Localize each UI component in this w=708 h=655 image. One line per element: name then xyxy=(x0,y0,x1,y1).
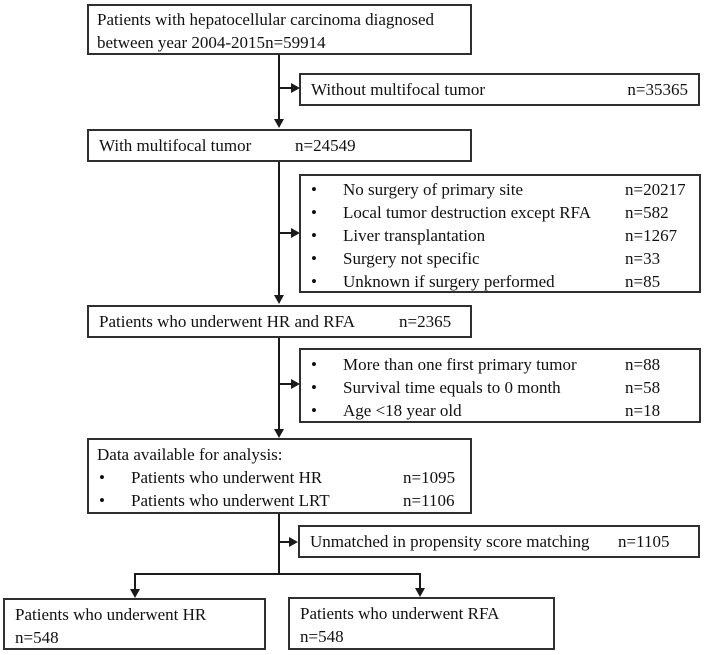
exclusion-n: n=33 xyxy=(625,249,661,268)
bullet-icon: • xyxy=(311,249,317,268)
box-with-multifocal: With multifocal tumor n=24549 xyxy=(87,129,472,162)
diagnosed-line1: Patients with hepatocellular carcinoma d… xyxy=(97,10,435,29)
final-rfa-n: n=548 xyxy=(300,627,344,646)
exclusion-n: n=85 xyxy=(625,272,661,291)
connector-branch-1 xyxy=(279,87,292,89)
exclusion-label: No surgery of primary site xyxy=(343,180,524,199)
data-available-title: Data available for analysis: xyxy=(97,445,283,464)
exclusion-item: • Surgery not specific n=33 xyxy=(301,247,699,270)
bullet-icon: • xyxy=(99,468,105,487)
arrow-right-2 xyxy=(291,228,300,238)
box-final-rfa: Patients who underwent RFA n=548 xyxy=(288,597,555,650)
connector-trunk-4 xyxy=(278,513,280,575)
without-multifocal-n: n=35365 xyxy=(627,80,688,99)
diagnosed-n: n=59914 xyxy=(265,33,326,52)
box-hr-rfa: Patients who underwent HR and RFA n=2365 xyxy=(87,305,472,338)
final-hr-label: Patients who underwent HR xyxy=(15,605,207,624)
hr-rfa-n: n=2365 xyxy=(399,312,452,331)
box-exclusion-2: • More than one first primary tumor n=88… xyxy=(299,348,701,423)
exclusion-item: • Age <18 year old n=18 xyxy=(301,399,699,422)
box-data-available: Data available for analysis: • Patients … xyxy=(87,438,472,514)
connector-split xyxy=(134,573,421,575)
arrow-right-3 xyxy=(291,379,300,389)
exclusion-label: Age <18 year old xyxy=(343,401,462,420)
box-without-multifocal: Without multifocal tumor n=35365 xyxy=(299,73,700,106)
exclusion-label: Local tumor destruction except RFA xyxy=(343,203,592,222)
arrow-right-1 xyxy=(291,83,300,93)
exclusion-item: • Local tumor destruction except RFA n=5… xyxy=(301,201,699,224)
connector-branch-2 xyxy=(279,232,292,234)
arrow-right-4 xyxy=(289,537,298,547)
data-available-label: Patients who underwent HR xyxy=(131,468,323,487)
box-exclusion-1: • No surgery of primary site n=20217 • L… xyxy=(299,174,701,293)
with-multifocal-n: n=24549 xyxy=(295,136,356,155)
exclusion-n: n=58 xyxy=(625,378,661,397)
exclusion-label: Surgery not specific xyxy=(343,249,480,268)
bullet-icon: • xyxy=(311,203,317,222)
connector-drop-left xyxy=(134,573,136,590)
diagnosed-line2-label: between year 2004-2015 xyxy=(97,33,266,52)
exclusion-item: • No surgery of primary site n=20217 xyxy=(301,178,699,201)
with-multifocal-label: With multifocal tumor xyxy=(99,136,252,155)
exclusion-item: • Unknown if surgery performed n=85 xyxy=(301,270,699,293)
hr-rfa-label: Patients who underwent HR and RFA xyxy=(99,312,356,331)
arrow-down-left xyxy=(130,589,140,598)
exclusion-n: n=1267 xyxy=(625,226,678,245)
bullet-icon: • xyxy=(311,401,317,420)
connector-branch-4 xyxy=(279,541,290,543)
box-unmatched: Unmatched in propensity score matching n… xyxy=(298,525,700,558)
unmatched-label: Unmatched in propensity score matching xyxy=(310,532,590,551)
exclusion-n: n=582 xyxy=(625,203,669,222)
connector-drop-right xyxy=(419,573,421,589)
arrow-down-3 xyxy=(274,429,284,438)
bullet-icon: • xyxy=(311,378,317,397)
exclusion-label: Liver transplantation xyxy=(343,226,486,245)
exclusion-n: n=88 xyxy=(625,355,661,374)
exclusion-label: Unknown if surgery performed xyxy=(343,272,555,291)
data-available-n: n=1106 xyxy=(403,491,455,510)
bullet-icon: • xyxy=(311,355,317,374)
exclusion-label: More than one first primary tumor xyxy=(343,355,577,374)
box-diagnosed: Patients with hepatocellular carcinoma d… xyxy=(87,4,472,55)
bullet-icon: • xyxy=(311,226,317,245)
exclusion-item: • Liver transplantation n=1267 xyxy=(301,224,699,247)
arrow-down-right xyxy=(415,588,425,597)
final-rfa-label: Patients who underwent RFA xyxy=(300,604,500,623)
connector-branch-3 xyxy=(279,383,292,385)
arrow-down-1 xyxy=(274,119,284,128)
arrow-down-2 xyxy=(274,295,284,304)
data-available-item: • Patients who underwent LRT n=1106 xyxy=(89,489,470,512)
exclusion-n: n=20217 xyxy=(625,180,686,199)
bullet-icon: • xyxy=(99,491,105,510)
without-multifocal-label: Without multifocal tumor xyxy=(311,80,486,99)
final-hr-n: n=548 xyxy=(15,628,59,647)
connector-trunk-2 xyxy=(278,162,280,295)
box-final-hr: Patients who underwent HR n=548 xyxy=(3,598,266,650)
bullet-icon: • xyxy=(311,272,317,291)
data-available-n: n=1095 xyxy=(403,468,456,487)
bullet-icon: • xyxy=(311,180,317,199)
exclusion-item: • Survival time equals to 0 month n=58 xyxy=(301,376,699,399)
exclusion-n: n=18 xyxy=(625,401,661,420)
unmatched-n: n=1105 xyxy=(618,532,670,551)
data-available-label: Patients who underwent LRT xyxy=(131,491,330,510)
exclusion-label: Survival time equals to 0 month xyxy=(343,378,561,397)
data-available-item: • Patients who underwent HR n=1095 xyxy=(89,466,470,489)
exclusion-item: • More than one first primary tumor n=88 xyxy=(301,353,699,376)
